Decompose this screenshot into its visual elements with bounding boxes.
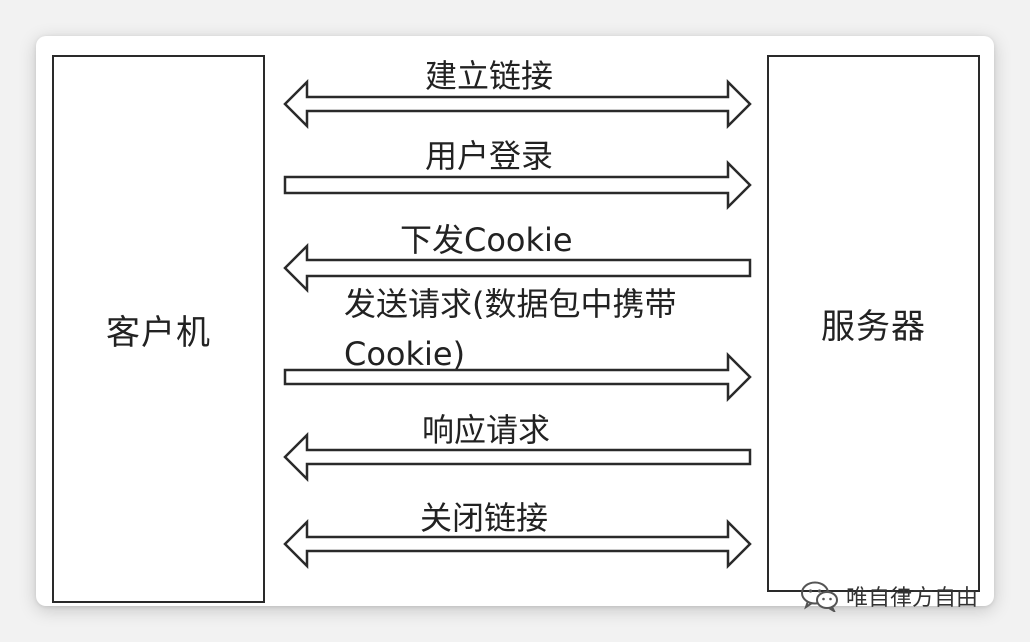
message-label-4: 发送请求(数据包中携带Cookie) [344, 285, 677, 373]
message-label-6: 关闭链接 [420, 499, 549, 537]
message-label-2: 用户登录 [425, 137, 554, 175]
wechat-icon [801, 581, 838, 612]
arrow-3-left [283, 242, 752, 294]
server-box: 服务器 [767, 55, 980, 592]
arrow-6-bidirectional [283, 518, 752, 570]
message-label-1: 建立链接 [425, 57, 554, 95]
server-label: 服务器 [821, 307, 926, 347]
arrow-1-bidirectional [283, 78, 752, 130]
message-label-3: 下发Cookie [400, 221, 573, 259]
watermark: 唯自律方自由 [800, 580, 978, 612]
arrow-5-left [283, 431, 752, 483]
client-label: 客户机 [106, 312, 211, 353]
watermark-text: 唯自律方自由 [846, 586, 979, 611]
client-box: 客户机 [52, 55, 265, 603]
arrow-2-right [283, 159, 752, 211]
arrow-4-right [283, 351, 752, 403]
message-label-5: 响应请求 [422, 411, 551, 449]
